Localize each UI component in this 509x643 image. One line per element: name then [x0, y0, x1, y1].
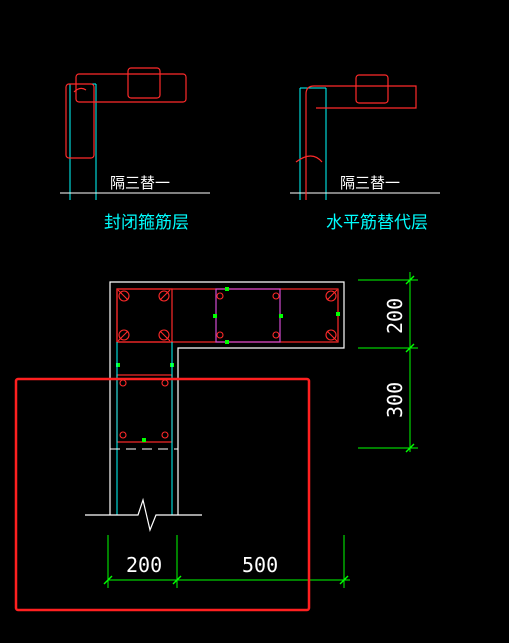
rebar	[216, 292, 224, 300]
caption-label: 封闭箍筋层	[104, 213, 189, 233]
rebar	[118, 329, 130, 341]
rebar-group	[118, 290, 337, 439]
dim-tick	[405, 343, 415, 353]
break-line	[85, 497, 202, 532]
stirrup-flange	[116, 288, 339, 343]
tie-marker	[279, 314, 283, 318]
caption-label: 水平筋替代层	[326, 213, 428, 233]
tie-marker-group	[116, 287, 340, 442]
dim-tick	[103, 575, 113, 585]
tie-marker	[336, 312, 340, 316]
dimension-right: 200 300	[358, 272, 418, 453]
section-outline	[109, 281, 345, 515]
horizontal-bar	[305, 85, 417, 200]
tie-marker	[225, 340, 229, 344]
dim-label: 500	[242, 553, 278, 577]
rebar	[325, 290, 337, 302]
hook	[295, 155, 323, 163]
stirrup-horizontal	[75, 73, 187, 103]
dim-tick	[339, 575, 349, 585]
note-label: 隔三替一	[110, 174, 170, 192]
tie-marker	[225, 287, 229, 291]
rebar	[158, 329, 170, 341]
hook	[117, 289, 129, 301]
hook	[73, 87, 87, 93]
dimension-bottom: 200 500	[103, 535, 350, 588]
l-section	[85, 281, 345, 532]
rebar	[119, 431, 127, 439]
dim-label: 200	[383, 298, 407, 334]
dim-tick	[405, 275, 415, 285]
rebar	[272, 331, 280, 339]
tie-marker	[116, 363, 120, 367]
stirrup-tie	[127, 67, 161, 99]
detail-closed-stirrup: 隔三替一 封闭箍筋层	[60, 67, 210, 233]
dim-label: 200	[126, 553, 162, 577]
hook	[159, 330, 171, 342]
hook	[326, 330, 338, 342]
rebar	[161, 379, 169, 387]
tie-magenta	[215, 288, 281, 343]
detail-horizontal-bar: 隔三替一 水平筋替代层	[290, 74, 440, 233]
rebar	[272, 292, 280, 300]
highlight-box	[14, 377, 311, 612]
rebar	[119, 379, 127, 387]
dim-tick	[172, 575, 182, 585]
tie-marker	[142, 438, 146, 442]
stirrup-tie	[355, 74, 389, 104]
stirrup-vertical	[65, 83, 95, 159]
hook	[326, 289, 338, 301]
dim-label: 300	[383, 382, 407, 418]
dim-tick	[405, 443, 415, 453]
tie-marker	[213, 314, 217, 318]
rebar	[158, 290, 170, 302]
rebar	[161, 431, 169, 439]
rebar	[118, 290, 130, 302]
hook	[117, 330, 129, 342]
hook-group	[117, 289, 338, 342]
rebar	[325, 329, 337, 341]
hook	[159, 289, 171, 301]
rebar	[216, 331, 224, 339]
note-label: 隔三替一	[340, 174, 400, 192]
